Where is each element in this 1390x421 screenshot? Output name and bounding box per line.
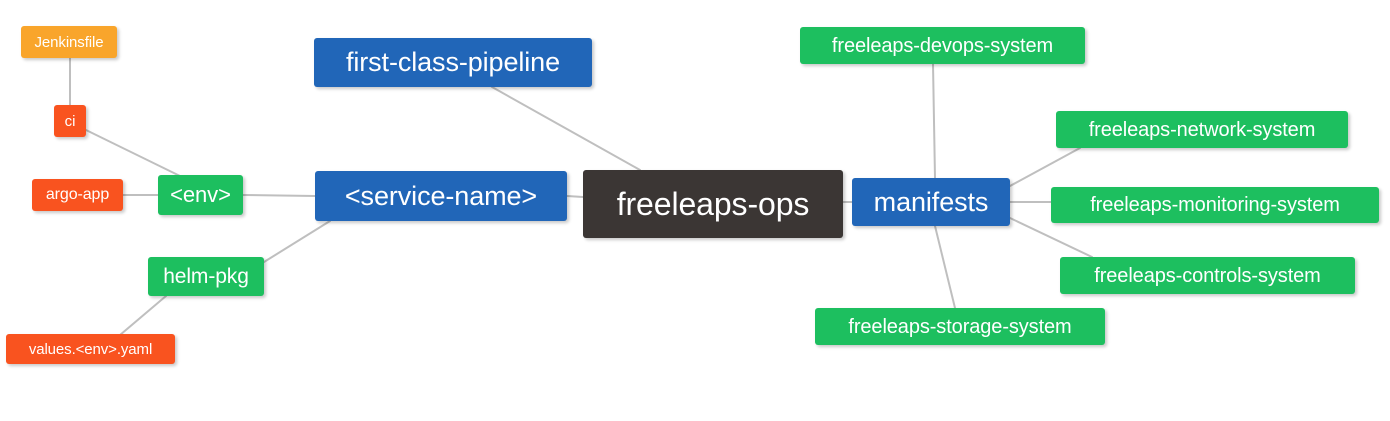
node-freeleaps-ops[interactable]: freeleaps-ops: [583, 170, 843, 238]
node-service-name[interactable]: <service-name>: [315, 171, 567, 221]
node-freeleaps-storage-system[interactable]: freeleaps-storage-system: [815, 308, 1105, 345]
node-env[interactable]: <env>: [158, 175, 243, 215]
node-ci[interactable]: ci: [54, 105, 86, 137]
node-freeleaps-network-system[interactable]: freeleaps-network-system: [1056, 111, 1348, 148]
node-values-env-yaml[interactable]: values.<env>.yaml: [6, 334, 175, 364]
node-manifests[interactable]: manifests: [852, 178, 1010, 226]
edge-manifests-to-freeleaps-storage-system: [934, 225, 956, 309]
node-freeleaps-controls-system[interactable]: freeleaps-controls-system: [1060, 257, 1355, 294]
node-argo-app[interactable]: argo-app: [32, 179, 123, 211]
edge-first-class-pipeline-to-freeleaps-ops: [491, 86, 641, 171]
node-freeleaps-monitoring-system[interactable]: freeleaps-monitoring-system: [1051, 187, 1379, 223]
edge-service-name-to-helm-pkg: [263, 220, 331, 263]
node-jenkinsfile[interactable]: Jenkinsfile: [21, 26, 117, 58]
edge-env-to-service-name: [242, 194, 316, 197]
node-freeleaps-devops-system[interactable]: freeleaps-devops-system: [800, 27, 1085, 64]
node-first-class-pipeline[interactable]: first-class-pipeline: [314, 38, 592, 87]
edge-service-name-to-freeleaps-ops: [566, 195, 584, 198]
edge-ci-to-env: [85, 129, 181, 177]
edge-manifests-to-freeleaps-controls-system: [1009, 217, 1093, 258]
node-helm-pkg[interactable]: helm-pkg: [148, 257, 264, 296]
edge-helm-pkg-to-values-env-yaml: [119, 295, 167, 336]
edge-manifests-to-freeleaps-network-system: [1009, 147, 1081, 187]
edge-manifests-to-freeleaps-devops-system: [932, 63, 936, 179]
